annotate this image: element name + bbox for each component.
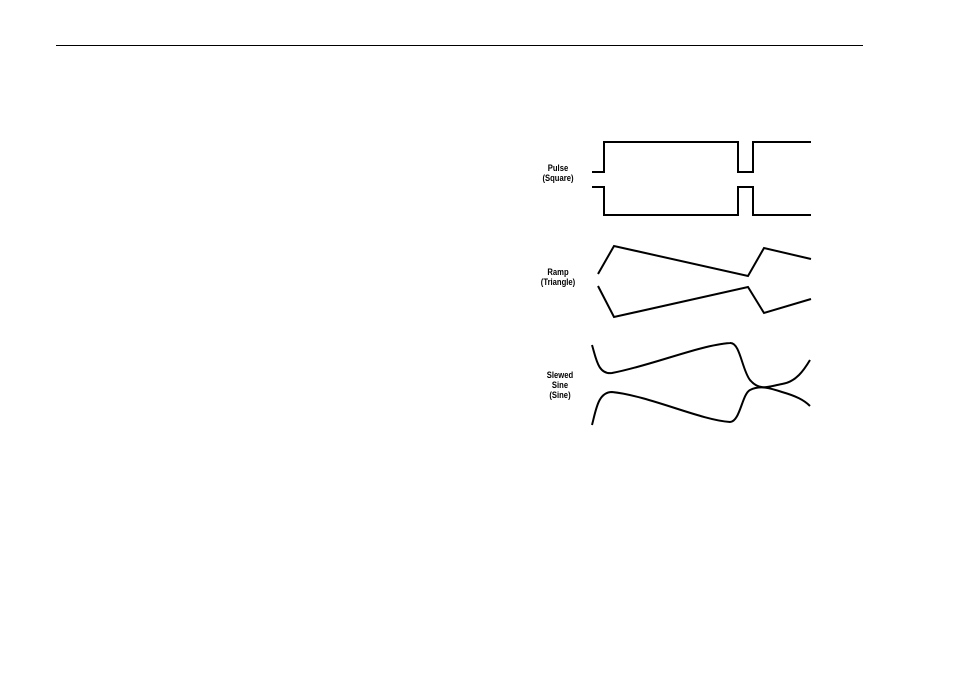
sine-bottom-trace [592,387,810,425]
sine-top-trace [592,343,810,387]
waveform-diagram: Pulse (Square) Ramp (Triangle) Slewed Si… [520,130,820,430]
ramp-bottom-trace [598,286,811,317]
pulse-bottom-trace [592,187,811,215]
top-rule [56,45,863,46]
ramp-top-trace [598,246,811,276]
waveform-traces [520,130,820,430]
pulse-top-trace [592,142,811,172]
